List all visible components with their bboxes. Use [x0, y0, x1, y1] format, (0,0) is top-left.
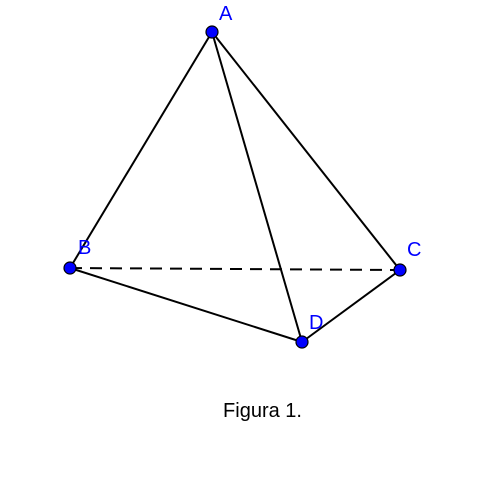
vertex-labels-group: A B C D [78, 3, 421, 334]
edge-bc-dashed [69, 267, 401, 271]
vertex-label-b: B [78, 237, 91, 259]
figure-caption: Figura 1. [223, 400, 302, 422]
edge-bd [69, 267, 303, 343]
edge-dc [301, 269, 401, 343]
vertex-label-a: A [219, 3, 233, 25]
vertex-a [205, 25, 219, 39]
vertex-b [63, 261, 77, 275]
edges-group [69, 31, 401, 343]
edge-ac [211, 31, 401, 271]
vertex-label-d: D [309, 312, 323, 334]
vertex-d [295, 335, 309, 349]
edge-ab [69, 31, 213, 269]
vertices-group [63, 25, 407, 349]
edge-ad [211, 31, 303, 343]
vertex-c [393, 263, 407, 277]
vertex-label-c: C [407, 239, 421, 261]
